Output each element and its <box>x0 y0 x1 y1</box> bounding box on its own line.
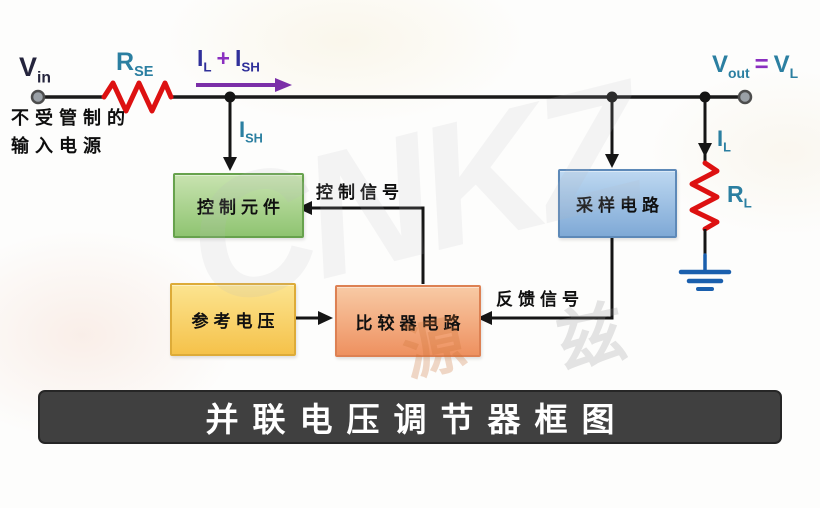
input-terminal-icon <box>30 89 46 105</box>
sampling-circuit-block: 采样电路 <box>558 169 677 238</box>
reference-voltage-block: 参考电压 <box>170 283 296 356</box>
il-label: IL <box>717 126 731 155</box>
unregulated-line2: 输入电源 <box>11 135 107 156</box>
load-branch-wire <box>698 97 712 163</box>
il-plus-ish-label: IL+ISH <box>197 45 260 75</box>
ish-label: ISH <box>239 117 263 146</box>
control-element-block: 控制元件 <box>173 173 304 238</box>
diagram-title: 并联电压调节器框图 <box>205 401 629 438</box>
comparator-circuit-block: 比较器电路 <box>335 285 481 357</box>
unregulated-line1: 不受管制的 <box>11 108 131 128</box>
rl-label: RL <box>727 181 752 211</box>
sampling-branch-wire <box>605 97 619 168</box>
shunt-branch-wire <box>223 97 237 171</box>
reference-voltage-label: 参考电压 <box>191 312 280 331</box>
load-resistor-icon <box>689 160 720 232</box>
unregulated-source-caption: 不受管制的 输入电源 <box>11 105 131 161</box>
vin-label: Vin <box>19 52 51 87</box>
control-element-label: 控制元件 <box>197 198 285 217</box>
feedback-signal-caption: 反馈信号 <box>496 290 584 309</box>
diagram-title-banner: 并联电压调节器框图 <box>38 390 782 444</box>
control-signal-wire <box>297 201 425 284</box>
output-terminal-icon <box>737 89 753 105</box>
rse-label: RSE <box>116 48 154 80</box>
control-signal-caption: 控制信号 <box>316 183 404 202</box>
load-current-arrow <box>196 78 292 92</box>
feedback-signal-wire <box>477 235 614 325</box>
comparator-circuit-label: 比较器电路 <box>355 313 466 333</box>
vout-label: Vout=VL <box>712 51 799 81</box>
series-resistor-icon <box>101 80 174 114</box>
sampling-circuit-label: 采样电路 <box>576 196 664 215</box>
ground-icon <box>678 253 732 291</box>
